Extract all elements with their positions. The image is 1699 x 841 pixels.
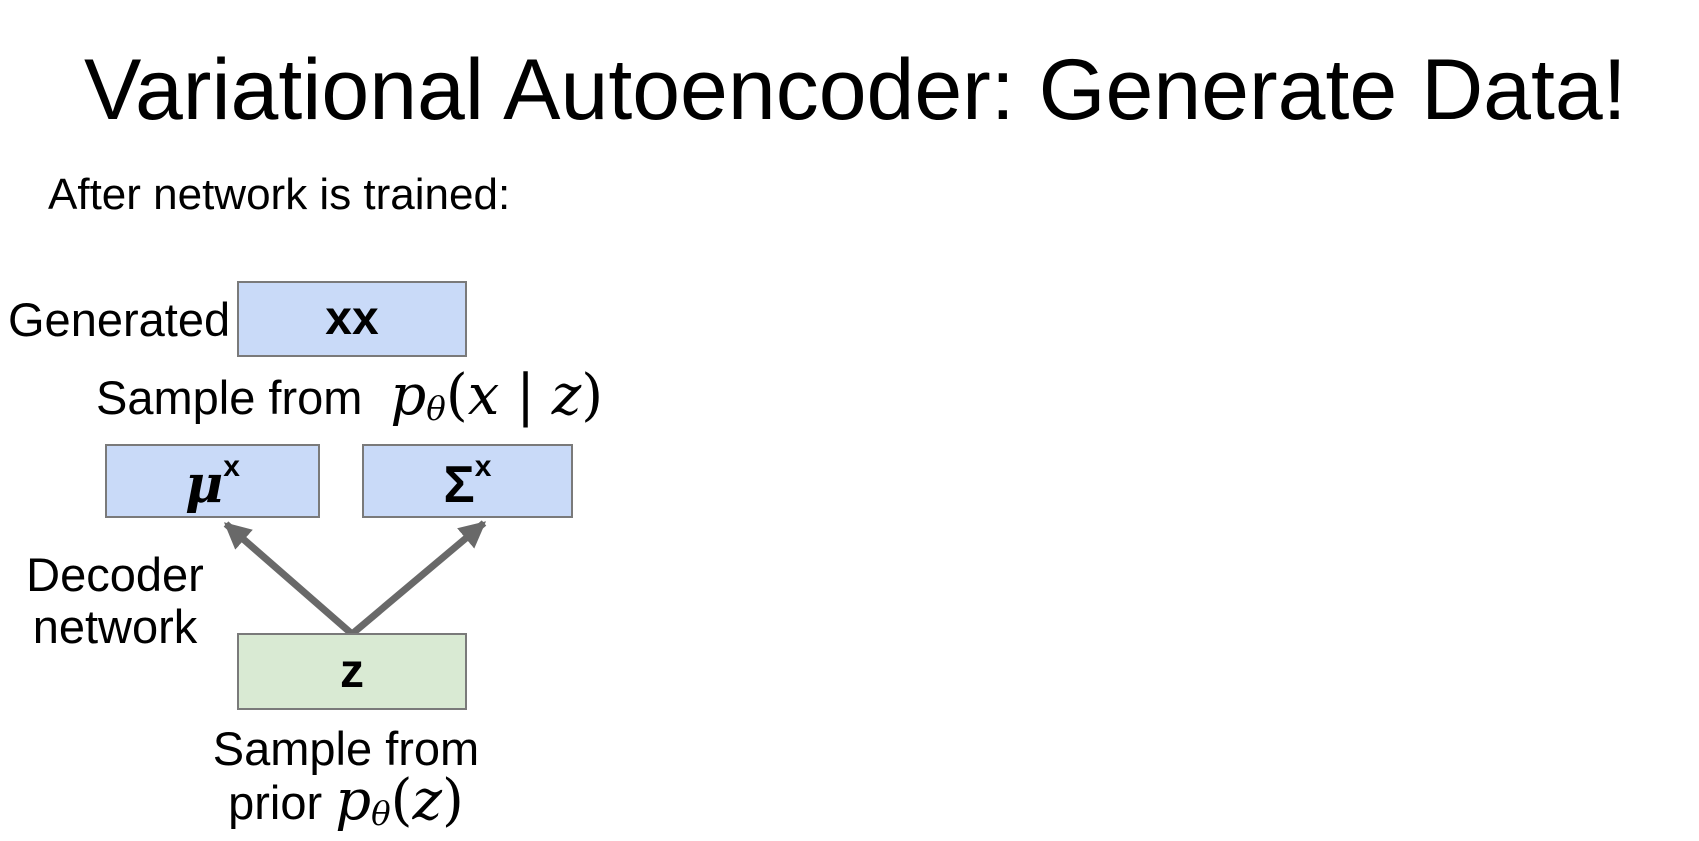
math-open-paren: ( <box>390 768 413 833</box>
sigma-x-node: Σx <box>362 444 573 518</box>
z-node-label: z <box>340 644 364 698</box>
math-close-paren: ) <box>442 768 464 833</box>
generated-x-node: xx <box>237 281 467 357</box>
slide-subtitle: After network is trained: <box>48 170 511 219</box>
math-var-x: x <box>467 363 500 428</box>
math-var-z: z <box>551 363 582 428</box>
math-var-z: z <box>412 768 443 833</box>
slide-title: Variational Autoencoder: Generate Data! <box>84 42 1627 138</box>
decoder-network-label-line2: network <box>32 600 198 653</box>
arrow-z-to-mu <box>223 521 355 637</box>
generated-x-node-label: xx <box>325 292 379 345</box>
decoder-network-label-line1: Decoder <box>26 548 204 601</box>
generated-label: Generated <box>8 293 231 346</box>
math-p-theta-z: pθ(z) <box>335 768 464 833</box>
prior-caption-line1: Sample from <box>212 722 480 775</box>
sample-x-caption-text: Sample from <box>96 371 363 424</box>
mu-superscript-x: x <box>223 449 240 483</box>
sample-x-caption: Sample from pθ(x|z) <box>96 368 603 428</box>
mu-symbol: μ <box>185 453 224 515</box>
arrow-z-to-sigma <box>349 520 487 637</box>
math-p-theta-x-given-z: pθ(x|z) <box>390 368 603 428</box>
prior-caption-line2: prior pθ(z) <box>160 773 532 831</box>
prior-caption: Sample from prior pθ(z) <box>160 722 532 830</box>
math-p: p <box>335 768 372 833</box>
math-open-paren: ( <box>445 363 468 428</box>
math-close-paren: ) <box>581 363 604 428</box>
mu-x-node: μx <box>105 444 320 518</box>
math-conditional-bar: | <box>516 363 535 428</box>
math-p: p <box>390 363 427 428</box>
sigma-superscript-x: x <box>474 449 492 483</box>
z-node: z <box>237 633 467 710</box>
sigma-symbol: Σ <box>443 455 475 514</box>
prior-caption-prefix: prior <box>228 776 323 829</box>
math-theta-subscript: θ <box>371 794 391 833</box>
math-theta-subscript: θ <box>426 389 446 428</box>
decoder-network-label: Decoder network <box>15 549 215 653</box>
sigma-x-node-label: Σx <box>443 449 492 514</box>
mu-x-node-label: μx <box>185 449 240 511</box>
